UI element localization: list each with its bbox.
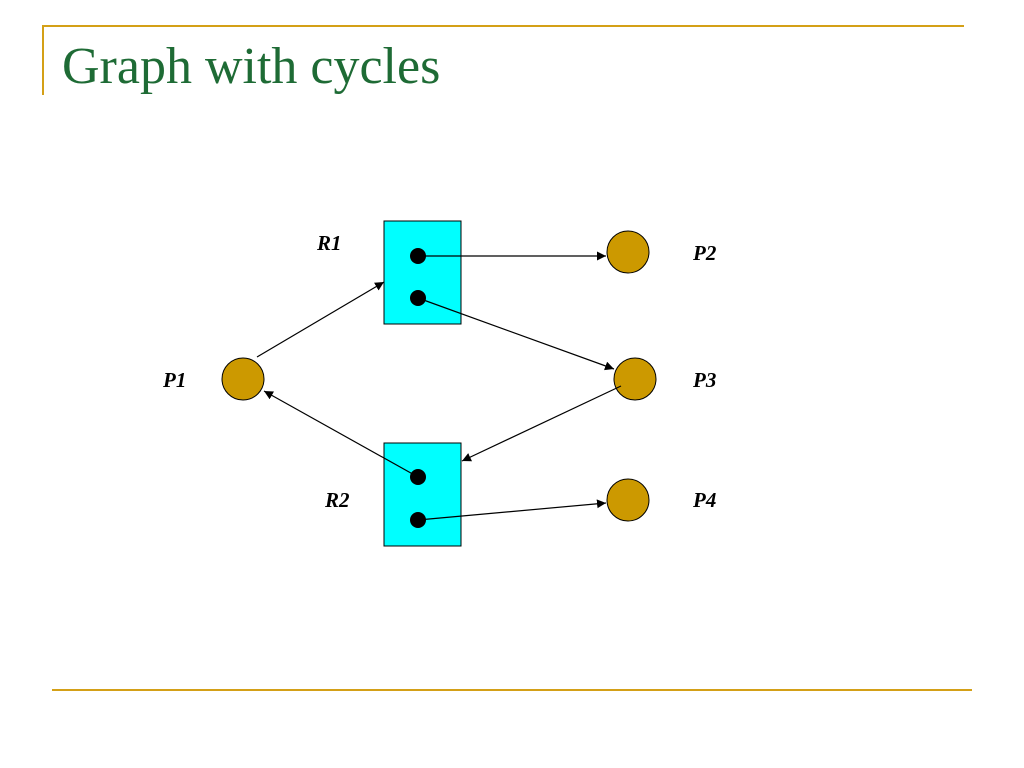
edge-p1-to-r1 (256, 281, 385, 358)
edge-r1-to-p3 (417, 297, 615, 371)
label-p2: P2 (692, 241, 717, 265)
slide-title: Graph with cycles (62, 38, 441, 95)
process-p3-node (613, 357, 657, 401)
left-accent-bar (42, 25, 44, 95)
bottom-rule (52, 689, 972, 691)
process-p4-node (606, 478, 650, 522)
process-p1-node (221, 357, 265, 401)
label-r1: R1 (316, 231, 342, 255)
label-p1: P1 (162, 368, 186, 392)
edge-r2-to-p1 (263, 390, 419, 478)
label-p4: P4 (692, 488, 716, 512)
resource-r1-box (383, 220, 462, 325)
resource-r2-box (383, 442, 462, 547)
label-p3: P3 (692, 368, 716, 392)
edge-r2-to-p4 (417, 499, 607, 521)
edge-p3-to-r2 (461, 385, 622, 462)
process-p2-node (606, 230, 650, 274)
label-r2: R2 (324, 488, 350, 512)
top-rule (42, 25, 964, 27)
